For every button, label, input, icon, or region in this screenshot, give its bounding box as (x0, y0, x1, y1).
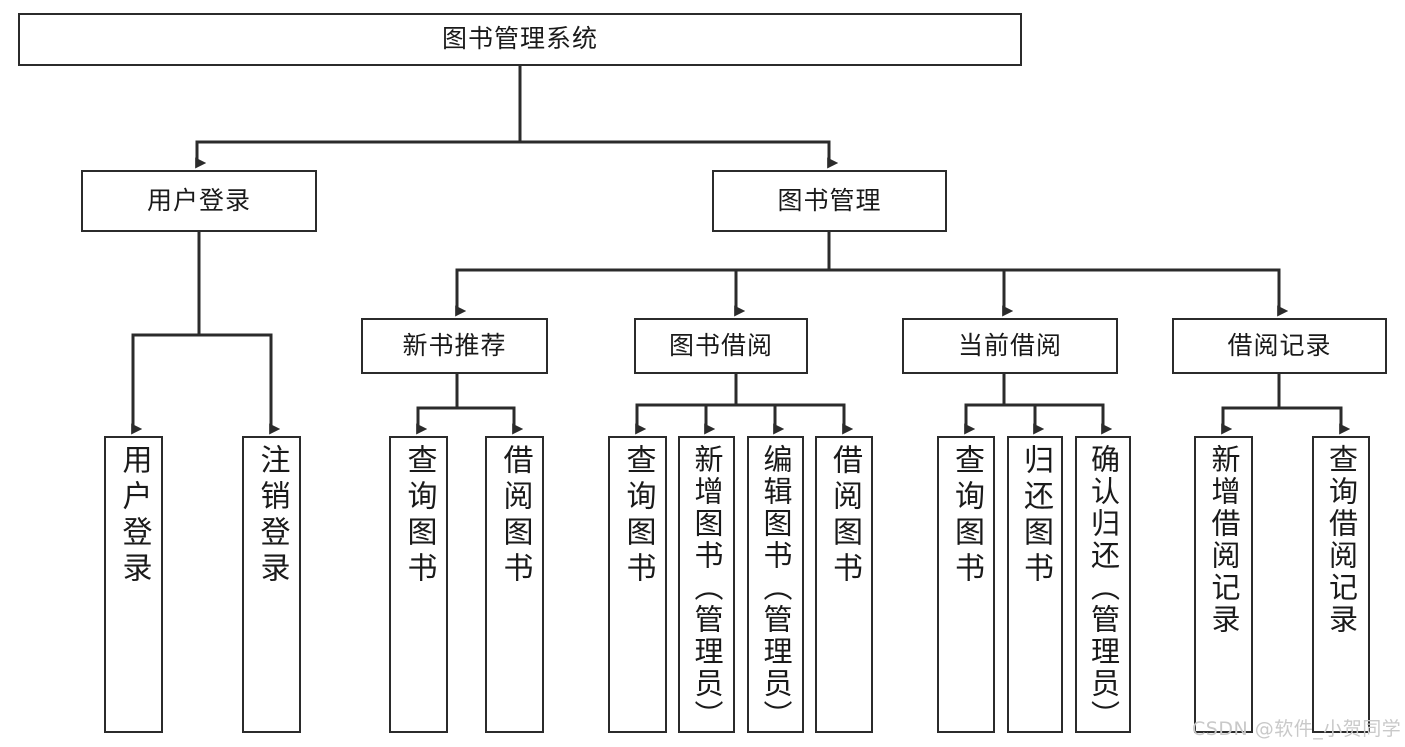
node-label: 借阅图书 (827, 444, 862, 588)
node-label: 归还图书 (1018, 444, 1053, 588)
node-current-borrow[interactable]: 当前借阅 (902, 318, 1118, 374)
node-label: 查询借阅记录 (1324, 444, 1359, 636)
node-label: 用户登录 (146, 185, 251, 215)
leaf-logout-login[interactable]: 注销登录 (242, 436, 301, 733)
node-label: 查询图书 (949, 444, 984, 588)
leaf-add-borrow-record[interactable]: 新增借阅记录 (1194, 436, 1253, 733)
leaf-edit-book-admin[interactable]: 编辑图书（管理员） (747, 436, 804, 733)
node-label: 借阅图书 (497, 444, 533, 588)
node-label: 借阅记录 (1227, 330, 1332, 360)
node-label: 新书推荐 (402, 330, 507, 360)
node-label: 编辑图书（管理员） (759, 444, 793, 732)
node-borrow-record[interactable]: 借阅记录 (1172, 318, 1387, 374)
node-label: 图书管理 (777, 185, 882, 215)
node-new-book-recommendation[interactable]: 新书推荐 (361, 318, 548, 374)
node-label: 查询图书 (401, 444, 437, 588)
node-book-management[interactable]: 图书管理 (712, 170, 947, 232)
leaf-query-book-new-rec[interactable]: 查询图书 (389, 436, 448, 733)
node-label: 图书借阅 (668, 330, 773, 360)
leaf-query-book-borrow[interactable]: 查询图书 (608, 436, 667, 733)
node-label: 当前借阅 (957, 330, 1062, 360)
node-label: 新增图书（管理员） (690, 444, 724, 732)
leaf-confirm-return-admin[interactable]: 确认归还（管理员） (1075, 436, 1131, 733)
leaf-return-book[interactable]: 归还图书 (1007, 436, 1063, 733)
node-label: 新增借阅记录 (1207, 444, 1241, 636)
node-label: 用户登录 (116, 444, 152, 588)
leaf-query-borrow-record[interactable]: 查询借阅记录 (1312, 436, 1370, 733)
node-label: 图书管理系统 (441, 24, 598, 54)
leaf-borrow-book-new-rec[interactable]: 借阅图书 (485, 436, 544, 733)
leaf-user-login[interactable]: 用户登录 (104, 436, 163, 733)
node-book-borrow[interactable]: 图书借阅 (634, 318, 808, 374)
node-root-book-management-system[interactable]: 图书管理系统 (18, 13, 1022, 66)
leaf-borrow-book[interactable]: 借阅图书 (815, 436, 873, 733)
node-label: 查询图书 (620, 444, 656, 588)
node-user-login[interactable]: 用户登录 (81, 170, 317, 232)
leaf-query-book-current[interactable]: 查询图书 (937, 436, 995, 733)
node-label: 注销登录 (254, 444, 290, 588)
leaf-add-book-admin[interactable]: 新增图书（管理员） (678, 436, 735, 733)
node-label: 确认归还（管理员） (1086, 444, 1121, 732)
